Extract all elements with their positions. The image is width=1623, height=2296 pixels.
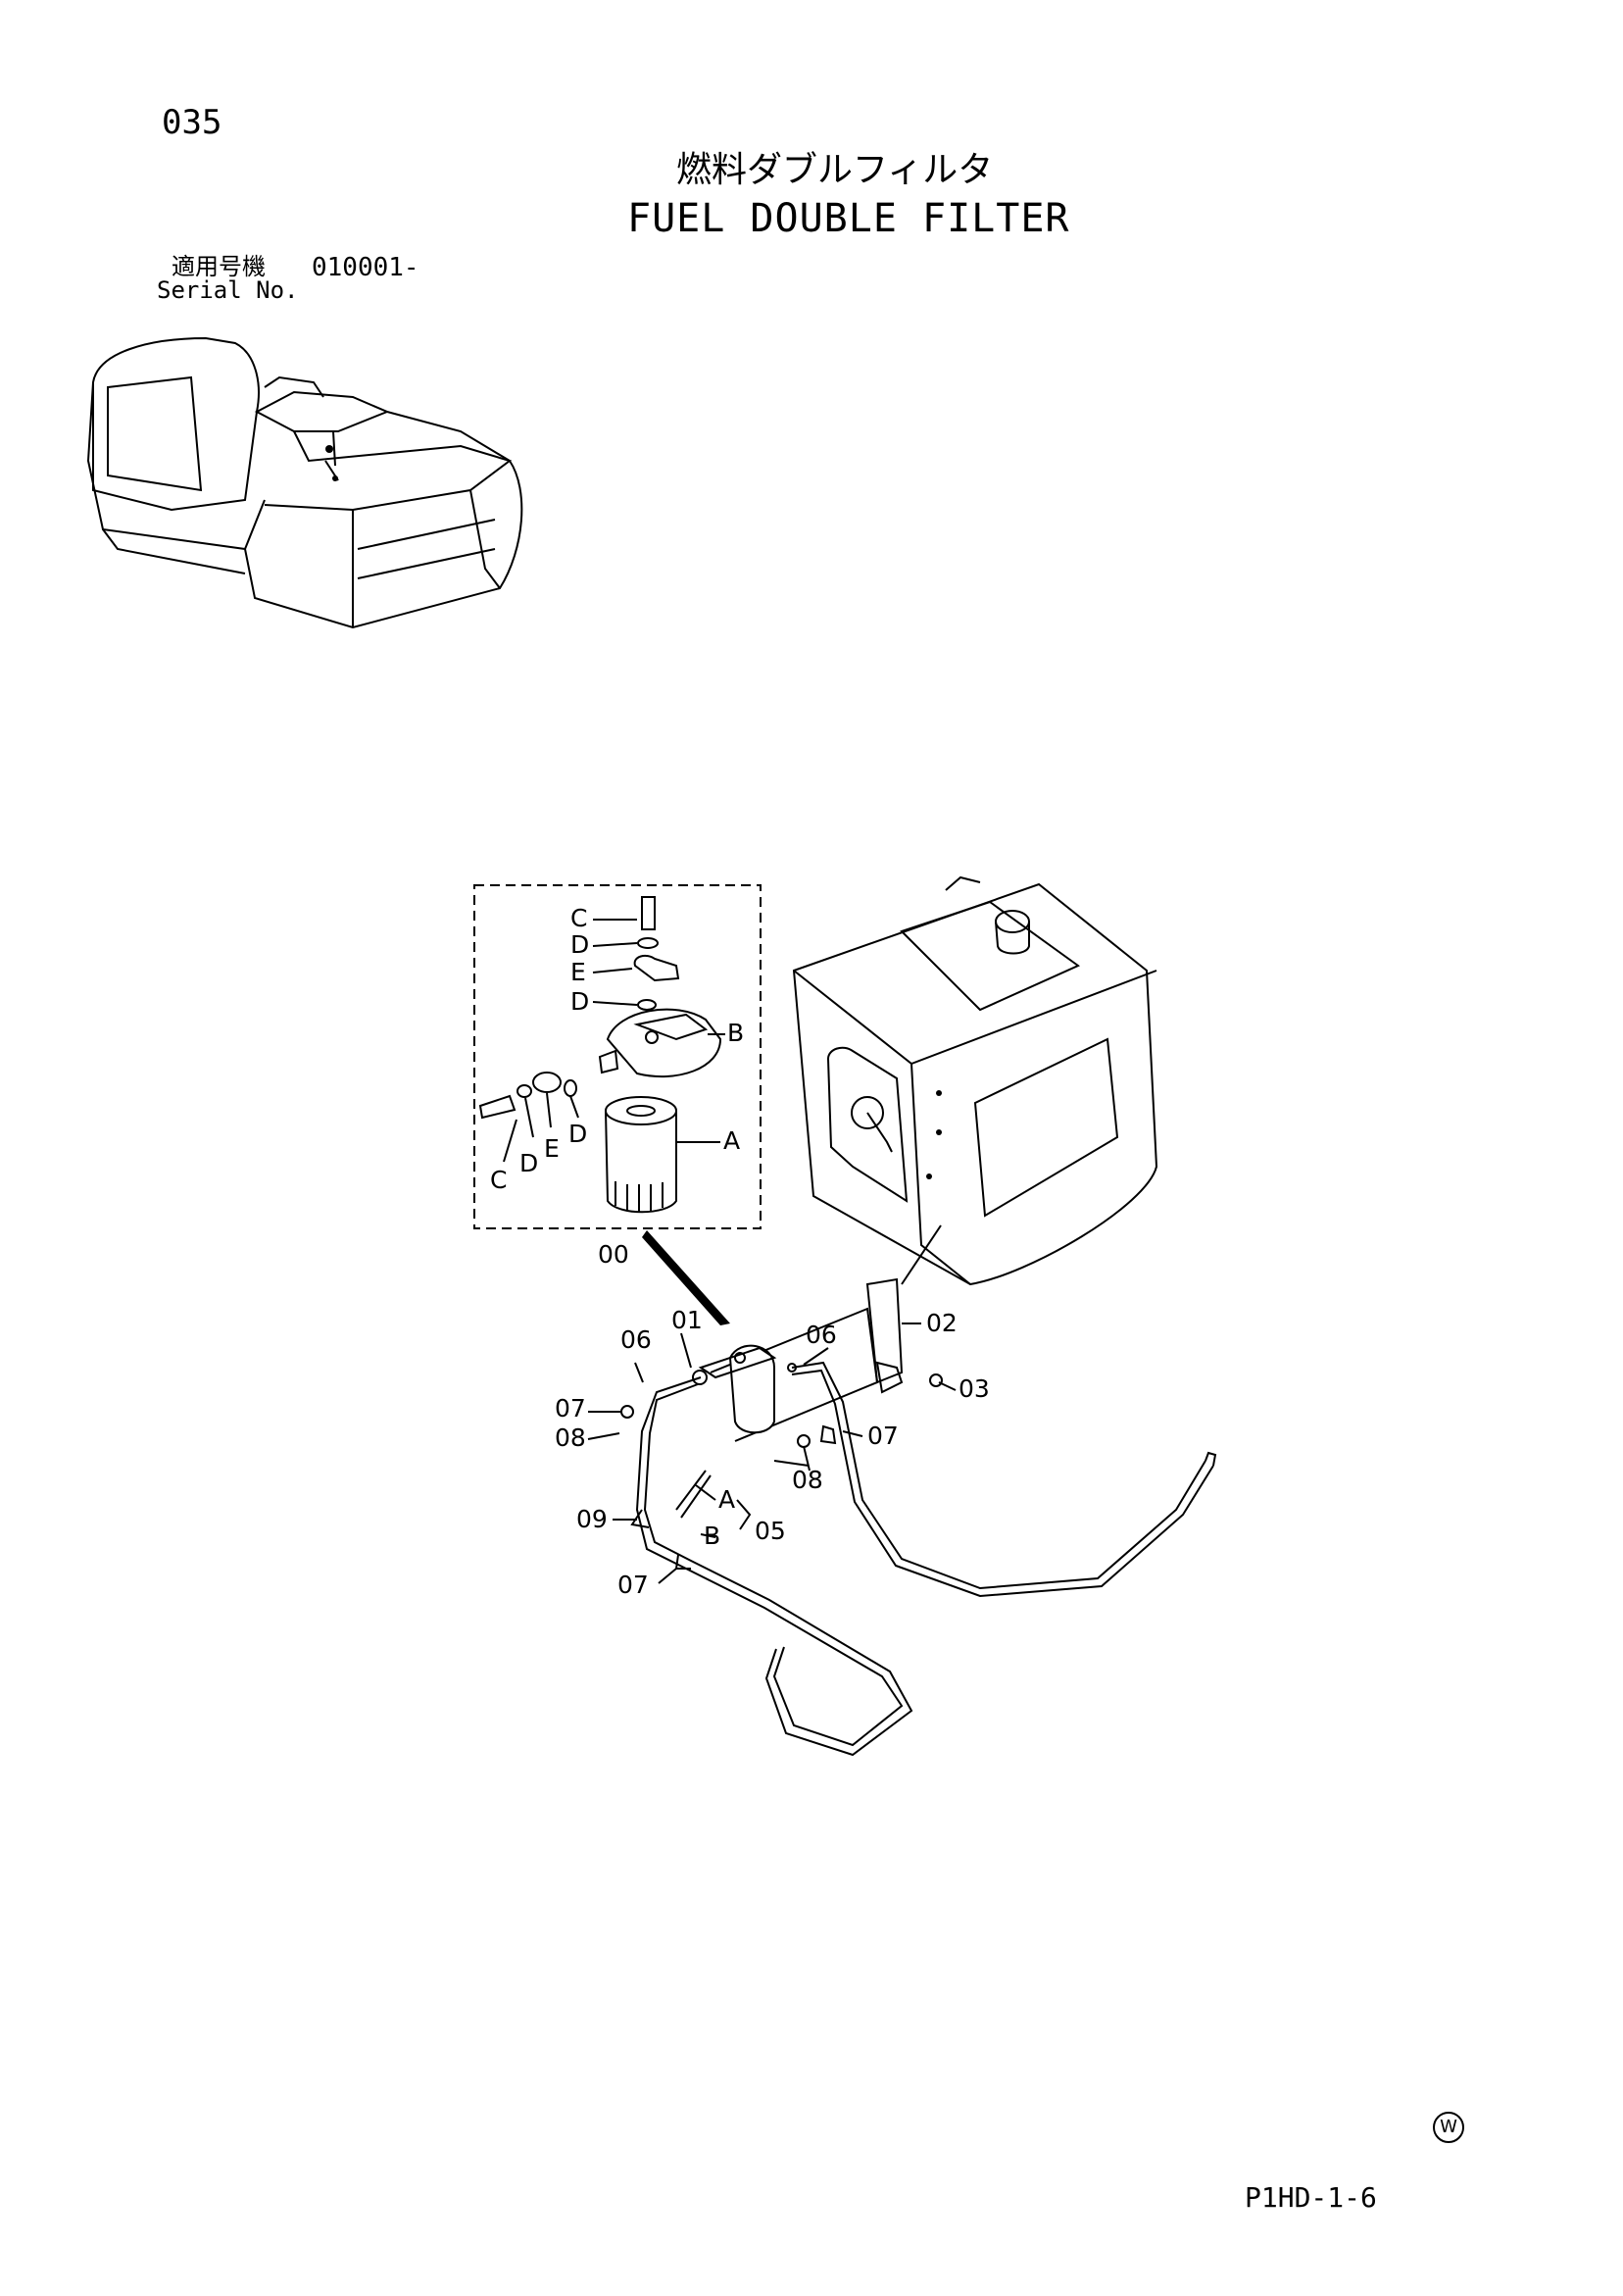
callout-detail-d-second: D bbox=[570, 987, 589, 1016]
page-code: P1HD-1-6 bbox=[1245, 2181, 1377, 2214]
leader-lines bbox=[503, 919, 957, 1584]
callout-detail-d-bottom: D bbox=[519, 1149, 538, 1177]
callout-hose-end-a: A bbox=[718, 1485, 735, 1514]
serial-number-value: 010001- bbox=[312, 253, 419, 282]
callout-part-06-right: 06 bbox=[806, 1321, 837, 1349]
callout-assembly-00: 00 bbox=[598, 1240, 629, 1269]
callout-detail-e-top: E bbox=[570, 958, 586, 986]
filter-assembly-detail bbox=[478, 896, 722, 1214]
w-mark-icon: W bbox=[1433, 2112, 1464, 2143]
callout-detail-b: B bbox=[727, 1019, 744, 1047]
callout-part-07-right: 07 bbox=[867, 1422, 899, 1450]
callout-detail-a: A bbox=[723, 1126, 740, 1155]
callout-part-07-bottom: 07 bbox=[617, 1571, 649, 1599]
callout-part-08-right: 08 bbox=[792, 1466, 823, 1494]
page-title: FUEL DOUBLE FILTER bbox=[627, 196, 1070, 241]
callout-part-02: 02 bbox=[926, 1309, 958, 1337]
fuel-hoses bbox=[630, 1361, 1217, 1757]
callout-part-01: 01 bbox=[671, 1306, 703, 1334]
callout-part-06-left: 06 bbox=[620, 1325, 652, 1354]
title-japanese: 燃料ダブルフィルタ bbox=[676, 150, 994, 190]
filter-bracket bbox=[620, 1224, 943, 1448]
fuel-tank bbox=[792, 875, 1158, 1286]
callout-detail-d-top: D bbox=[570, 930, 589, 959]
detail-box bbox=[473, 884, 762, 1229]
callout-part-08-left: 08 bbox=[555, 1423, 586, 1452]
serial-label-japanese: 適用号機 bbox=[172, 253, 266, 280]
excavator-thumbnail-icon bbox=[86, 336, 523, 629]
callout-detail-d-right: D bbox=[568, 1120, 587, 1148]
callout-part-05: 05 bbox=[755, 1517, 786, 1545]
callout-detail-e-bottom: E bbox=[544, 1134, 560, 1163]
page-number: 035 bbox=[162, 103, 222, 142]
serial-label: Serial No. bbox=[157, 276, 299, 304]
callout-part-03: 03 bbox=[959, 1374, 990, 1403]
callout-hose-end-b: B bbox=[704, 1522, 720, 1550]
callout-detail-c-top: C bbox=[570, 904, 587, 932]
callout-detail-c-bottom: C bbox=[490, 1166, 507, 1194]
callout-part-07-left: 07 bbox=[555, 1394, 586, 1423]
callout-part-09: 09 bbox=[576, 1505, 608, 1533]
